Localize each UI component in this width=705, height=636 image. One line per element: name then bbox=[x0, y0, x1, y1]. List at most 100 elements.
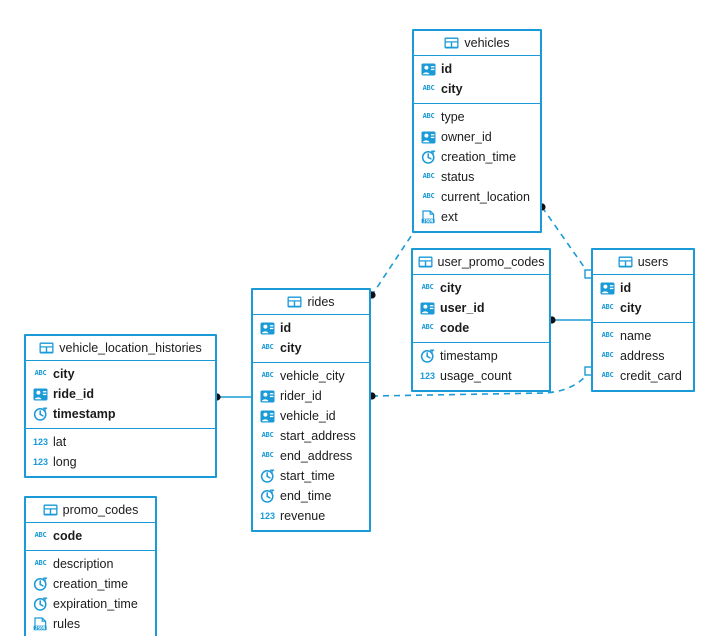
relationship-user_promo_codes-users[interactable] bbox=[548, 316, 591, 324]
field-label: city bbox=[620, 300, 642, 315]
relationship-vlh-rides[interactable] bbox=[213, 393, 251, 401]
primary-key-field[interactable]: ride_id bbox=[26, 384, 215, 404]
id-card-icon bbox=[421, 131, 436, 144]
field-label: start_time bbox=[280, 468, 335, 483]
abc-string-icon: ABC bbox=[421, 322, 434, 331]
column-field[interactable]: vehicle_id bbox=[253, 406, 369, 426]
column-field[interactable]: owner_id bbox=[414, 127, 540, 147]
field-label: city bbox=[53, 366, 75, 381]
id-card-icon bbox=[260, 410, 275, 423]
clock-icon bbox=[421, 150, 436, 164]
field-label: end_time bbox=[280, 488, 332, 503]
clock-icon bbox=[33, 407, 48, 421]
primary-key-field[interactable]: id bbox=[593, 278, 693, 298]
abc-string-icon: ABC bbox=[261, 342, 274, 351]
123-number-icon: 123 bbox=[420, 370, 436, 381]
clock-icon bbox=[260, 469, 275, 483]
column-field[interactable]: end_time bbox=[253, 486, 369, 506]
field-label: description bbox=[53, 556, 114, 571]
table-grid-icon bbox=[43, 504, 58, 516]
field-label: ext bbox=[441, 209, 458, 224]
abc-string-icon: ABC bbox=[421, 282, 434, 291]
table-title: vehicles bbox=[464, 35, 510, 50]
table-title: vehicle_location_histories bbox=[59, 340, 202, 355]
field-label: expiration_time bbox=[53, 596, 138, 611]
primary-key-field[interactable]: id bbox=[253, 318, 369, 338]
primary-key-section: ABC city ride_id timestamp bbox=[26, 361, 215, 429]
primary-key-field[interactable]: ABC city bbox=[26, 364, 215, 384]
table-header-promo_codes[interactable]: promo_codes bbox=[26, 498, 155, 523]
field-label: end_address bbox=[280, 448, 353, 463]
primary-key-field[interactable]: user_id bbox=[413, 298, 549, 318]
id-card-icon bbox=[260, 322, 275, 335]
table-header-users[interactable]: users bbox=[593, 250, 693, 275]
field-label: city bbox=[280, 340, 302, 355]
id-card-icon bbox=[33, 388, 48, 401]
field-label: creation_time bbox=[53, 576, 129, 591]
abc-string-icon: ABC bbox=[34, 368, 47, 377]
field-label: owner_id bbox=[441, 129, 492, 144]
field-label: vehicle_city bbox=[280, 368, 345, 383]
field-label: timestamp bbox=[53, 406, 116, 421]
column-field[interactable]: expiration_time bbox=[26, 594, 155, 614]
table-title: users bbox=[637, 254, 669, 269]
column-field[interactable]: creation_time bbox=[26, 574, 155, 594]
clock-icon bbox=[33, 597, 48, 611]
field-label: type bbox=[441, 109, 465, 124]
column-field[interactable]: JSON ext bbox=[414, 207, 540, 227]
primary-key-field[interactable]: ABC code bbox=[413, 318, 549, 338]
primary-key-field[interactable]: id bbox=[414, 59, 540, 79]
table-header-user_promo_codes[interactable]: user_promo_codes bbox=[413, 250, 549, 275]
clock-icon bbox=[33, 577, 48, 591]
table-header-rides[interactable]: rides bbox=[253, 290, 369, 315]
column-field[interactable]: creation_time bbox=[414, 147, 540, 167]
field-label: long bbox=[53, 454, 77, 469]
table-header-vehicles[interactable]: vehicles bbox=[414, 31, 540, 56]
abc-string-icon: ABC bbox=[601, 330, 614, 339]
column-field[interactable]: timestamp bbox=[413, 346, 549, 366]
abc-string-icon: ABC bbox=[261, 430, 274, 439]
id-card-icon bbox=[600, 282, 615, 295]
abc-string-icon: ABC bbox=[422, 171, 435, 180]
primary-key-field[interactable]: ABC city bbox=[253, 338, 369, 358]
123-number-icon: 123 bbox=[260, 510, 276, 521]
abc-string-icon: ABC bbox=[601, 350, 614, 359]
table-header-vehicle_location_histories[interactable]: vehicle_location_histories bbox=[26, 336, 215, 361]
column-field[interactable]: rider_id bbox=[253, 386, 369, 406]
primary-key-field[interactable]: timestamp bbox=[26, 404, 215, 424]
field-label: code bbox=[440, 320, 470, 335]
table-grid-icon bbox=[39, 342, 54, 354]
abc-string-icon: ABC bbox=[422, 83, 435, 92]
field-label: id bbox=[620, 280, 632, 295]
svg-text:JSON: JSON bbox=[423, 218, 434, 223]
column-field[interactable]: start_time bbox=[253, 466, 369, 486]
